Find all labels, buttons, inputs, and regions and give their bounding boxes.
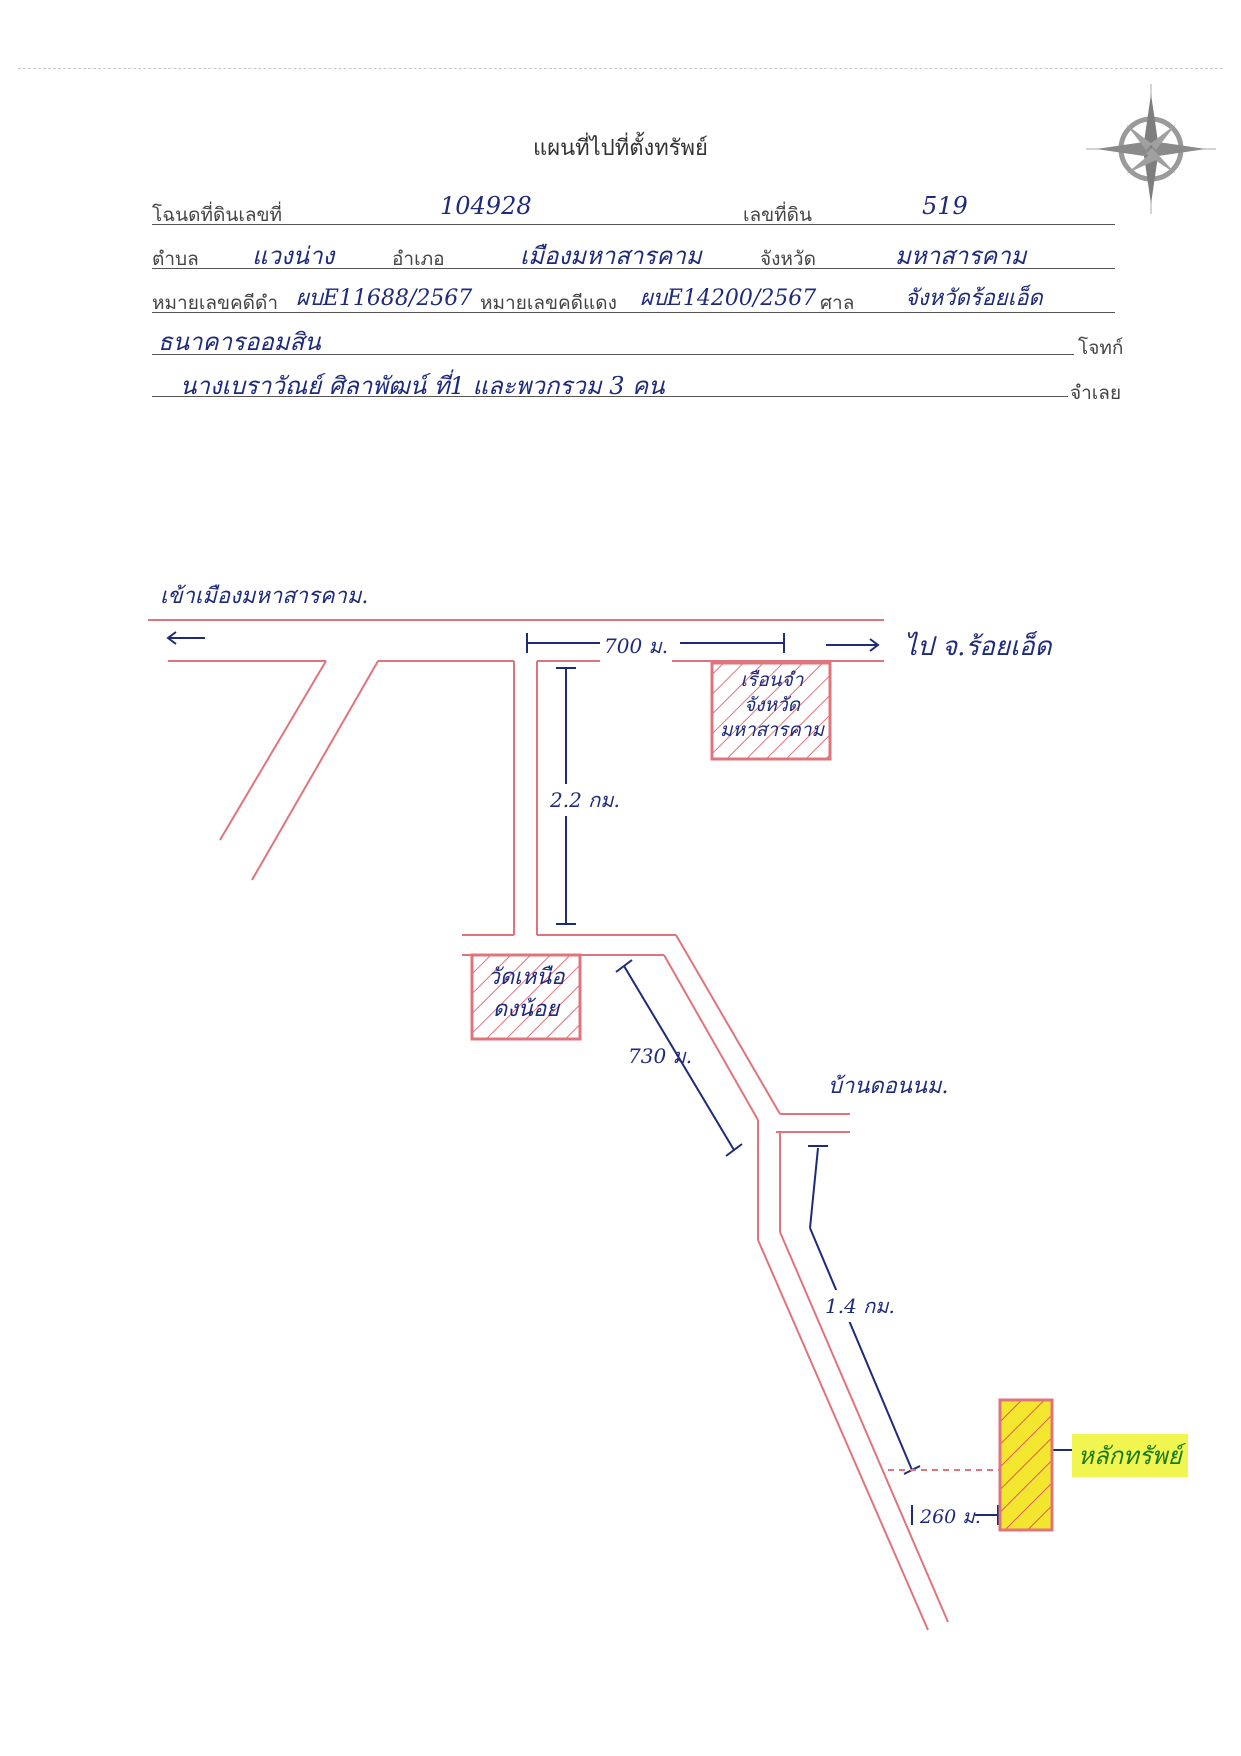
black-case-label: หมายเลขคดีดำ xyxy=(152,292,279,314)
land-no-label: เลขที่ดิน xyxy=(743,204,812,226)
temple-block xyxy=(470,953,582,1041)
district-value: เมืองมหาสารคาม xyxy=(520,242,702,270)
property-block xyxy=(998,1398,1054,1532)
province-value: มหาสารคาม xyxy=(895,242,1027,270)
distance-730m: 730 ม. xyxy=(628,1044,693,1068)
row2-rule xyxy=(152,268,1115,269)
label-to-mahasarakham: เข้าเมืองมหาสารคาม. xyxy=(160,584,369,609)
subdistrict-value: แวงน่าง xyxy=(252,242,335,270)
prison-line-1: เรือนจำ xyxy=(740,669,804,691)
district-label: อำเภอ xyxy=(392,248,445,270)
distance-2-2km: 2.2 กม. xyxy=(548,784,622,816)
defendant-label: จำเลย xyxy=(1070,382,1122,404)
row3-rule xyxy=(152,312,1115,313)
prison-line-2: จังหวัด xyxy=(744,694,800,716)
page-title: แผนที่ไปที่ตั้งทรัพย์ xyxy=(533,136,708,161)
province-label: จังหวัด xyxy=(760,248,816,270)
black-case-value: ผบE11688/2567 xyxy=(296,286,473,311)
distance-260m: 260 ม. xyxy=(920,1506,981,1528)
red-case-value: ผบE14200/2567 xyxy=(640,286,817,311)
distance-1-4km: 1.4 กม. xyxy=(823,1290,897,1322)
plaintiff-label: โจทก์ xyxy=(1078,337,1124,359)
deed-value: 104928 xyxy=(440,192,532,220)
plaintiff-value: ธนาคารออมสิน xyxy=(158,328,321,356)
court-label: ศาล xyxy=(820,292,855,314)
row5-rule xyxy=(152,396,1068,397)
label-to-roiet: ไป จ.ร้อยเอ็ด xyxy=(904,632,1052,662)
row4-rule xyxy=(152,354,1074,355)
compass-icon xyxy=(1086,84,1216,214)
subdistrict-label: ตำบล xyxy=(152,248,199,270)
defendant-value: นางเบราวัณย์ ศิลาพัฒน์ ที่1 และพวกรวม 3 … xyxy=(180,372,665,400)
court-value: จังหวัดร้อยเอ็ด xyxy=(905,286,1043,311)
village-label: บ้านดอนนม. xyxy=(828,1074,949,1099)
distance-700m: 700 ม. xyxy=(600,630,673,662)
top-scan-line xyxy=(18,68,1223,69)
temple-line-1: วัดเหนือ xyxy=(487,965,565,990)
red-case-label: หมายเลขคดีแดง xyxy=(480,292,617,314)
temple-line-2: ดงน้อย xyxy=(492,997,560,1022)
land-no-value: 519 xyxy=(922,192,968,220)
road-network xyxy=(148,619,949,1631)
prison-label: เรือนจำ จังหวัด มหาสารคาม xyxy=(716,668,828,743)
prison-line-3: มหาสารคาม xyxy=(719,719,825,741)
temple-label: วัดเหนือ ดงน้อย xyxy=(476,962,576,1026)
property-label: หลักทรัพย์ xyxy=(1072,1434,1188,1477)
prison-block xyxy=(710,661,832,761)
deed-label: โฉนดที่ดินเลขที่ xyxy=(152,204,282,226)
row1-rule xyxy=(152,224,1115,225)
